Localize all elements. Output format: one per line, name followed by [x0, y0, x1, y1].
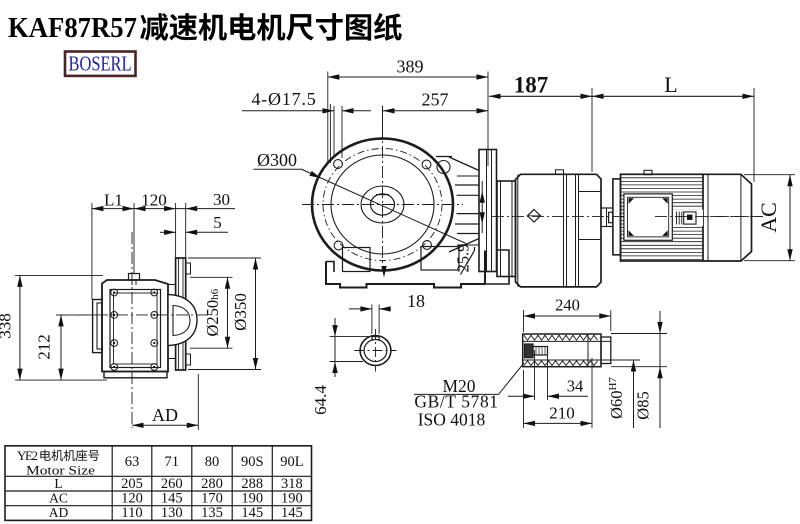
svg-text:288: 288: [241, 476, 263, 492]
svg-text:389: 389: [397, 57, 424, 77]
svg-text:34: 34: [567, 377, 584, 396]
svg-text:71: 71: [165, 454, 180, 470]
svg-text:145: 145: [161, 491, 183, 507]
svg-text:338: 338: [0, 313, 15, 339]
svg-text:AC: AC: [49, 491, 68, 506]
svg-text:63: 63: [125, 454, 140, 470]
svg-text:210: 210: [549, 404, 575, 423]
svg-text:260: 260: [161, 476, 183, 492]
svg-text:145: 145: [281, 505, 303, 521]
svg-text:110: 110: [121, 505, 142, 521]
svg-text:170: 170: [201, 491, 223, 507]
svg-text:5: 5: [213, 213, 222, 232]
svg-text:145: 145: [241, 505, 263, 521]
svg-text:64.4: 64.4: [311, 385, 330, 415]
svg-text:4-Ø17.5: 4-Ø17.5: [251, 89, 316, 109]
svg-text:257: 257: [422, 90, 449, 110]
svg-text:18: 18: [407, 291, 425, 311]
svg-text:80: 80: [205, 454, 220, 470]
svg-text:120: 120: [121, 491, 143, 507]
svg-text:187: 187: [514, 73, 549, 98]
svg-text:Ø350: Ø350: [231, 293, 250, 331]
svg-text:Motor Size: Motor Size: [26, 463, 96, 477]
svg-text:318: 318: [281, 476, 303, 492]
svg-text:240: 240: [555, 296, 580, 315]
svg-text:120: 120: [141, 191, 167, 210]
svg-text:ISO 4018: ISO 4018: [418, 410, 486, 430]
svg-text:90S: 90S: [241, 454, 264, 470]
svg-text:AD: AD: [49, 505, 69, 520]
svg-text:L: L: [54, 476, 62, 491]
svg-text:M20: M20: [442, 376, 475, 396]
svg-text:BOSERL: BOSERL: [69, 52, 132, 76]
svg-text:30: 30: [213, 190, 230, 209]
svg-text:130: 130: [161, 505, 183, 521]
svg-text:Ø85: Ø85: [634, 391, 653, 419]
svg-text:205: 205: [121, 476, 143, 492]
svg-text:25.9: 25.9: [454, 244, 473, 273]
svg-text:L: L: [664, 72, 677, 97]
svg-text:190: 190: [241, 491, 263, 507]
svg-text:Ø300: Ø300: [257, 150, 297, 170]
svg-text:AD: AD: [152, 405, 178, 425]
svg-text:280: 280: [201, 476, 223, 492]
svg-text:KAF87R57: KAF87R57: [8, 12, 137, 44]
svg-text:90L: 90L: [280, 454, 303, 470]
svg-text:190: 190: [281, 491, 303, 507]
svg-text:Ø250h6: Ø250h6: [203, 288, 222, 336]
svg-text:AC: AC: [756, 202, 781, 233]
svg-text:212: 212: [35, 334, 54, 360]
svg-text:YE2: YE2: [17, 448, 38, 463]
svg-text:L1: L1: [104, 191, 123, 210]
svg-text:135: 135: [201, 505, 223, 521]
svg-text:GB/T 5781: GB/T 5781: [414, 392, 498, 412]
